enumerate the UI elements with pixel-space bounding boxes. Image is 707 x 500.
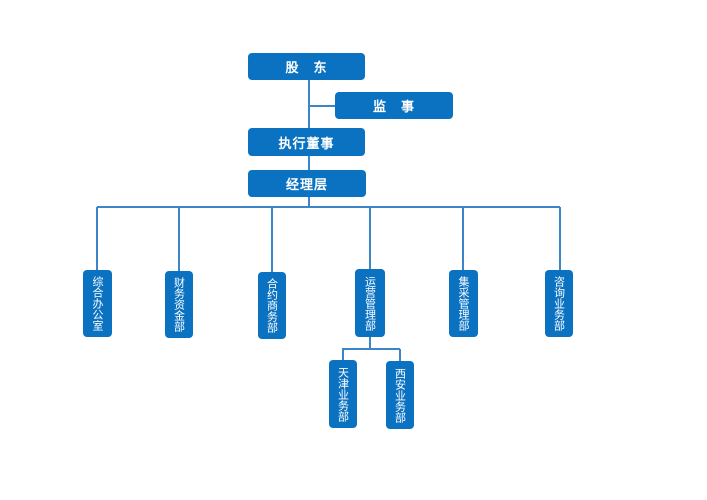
connector-sub-2 — [399, 349, 401, 361]
department-box-finance: 财务资金部 — [165, 271, 193, 338]
connector-sub-trunk — [369, 337, 371, 349]
connector-trunk-top — [308, 80, 310, 128]
department-box-contracts: 合约商务部 — [258, 272, 286, 339]
connector-dept-1 — [96, 207, 98, 270]
connector-director-management — [308, 156, 310, 170]
executive-director-box: 执行董事 — [248, 128, 365, 156]
department-box-procurement: 集采管理部 — [449, 270, 478, 337]
department-box-operations: 运营管理部 — [355, 269, 385, 337]
connector-dept-3 — [271, 207, 273, 272]
connector-management-bus — [308, 197, 310, 207]
connector-supervisor — [309, 105, 335, 107]
connector-department-bus — [97, 206, 560, 208]
management-box: 经理层 — [248, 170, 366, 197]
connector-dept-6 — [559, 207, 561, 270]
supervisor-box: 监 事 — [335, 92, 453, 119]
connector-sub-1 — [342, 349, 344, 360]
connector-dept-2 — [178, 207, 180, 271]
connector-sub-bus — [342, 348, 400, 350]
sub-department-box-tianjin: 天津业务部 — [329, 360, 357, 428]
sub-department-box-xian: 西安业务部 — [386, 361, 414, 429]
connector-dept-5 — [462, 207, 464, 270]
department-box-consulting: 咨询业务部 — [545, 270, 573, 337]
department-box-general-office: 综合办公室 — [83, 270, 112, 337]
shareholders-box: 股 东 — [248, 53, 365, 80]
connector-dept-4 — [369, 207, 371, 269]
